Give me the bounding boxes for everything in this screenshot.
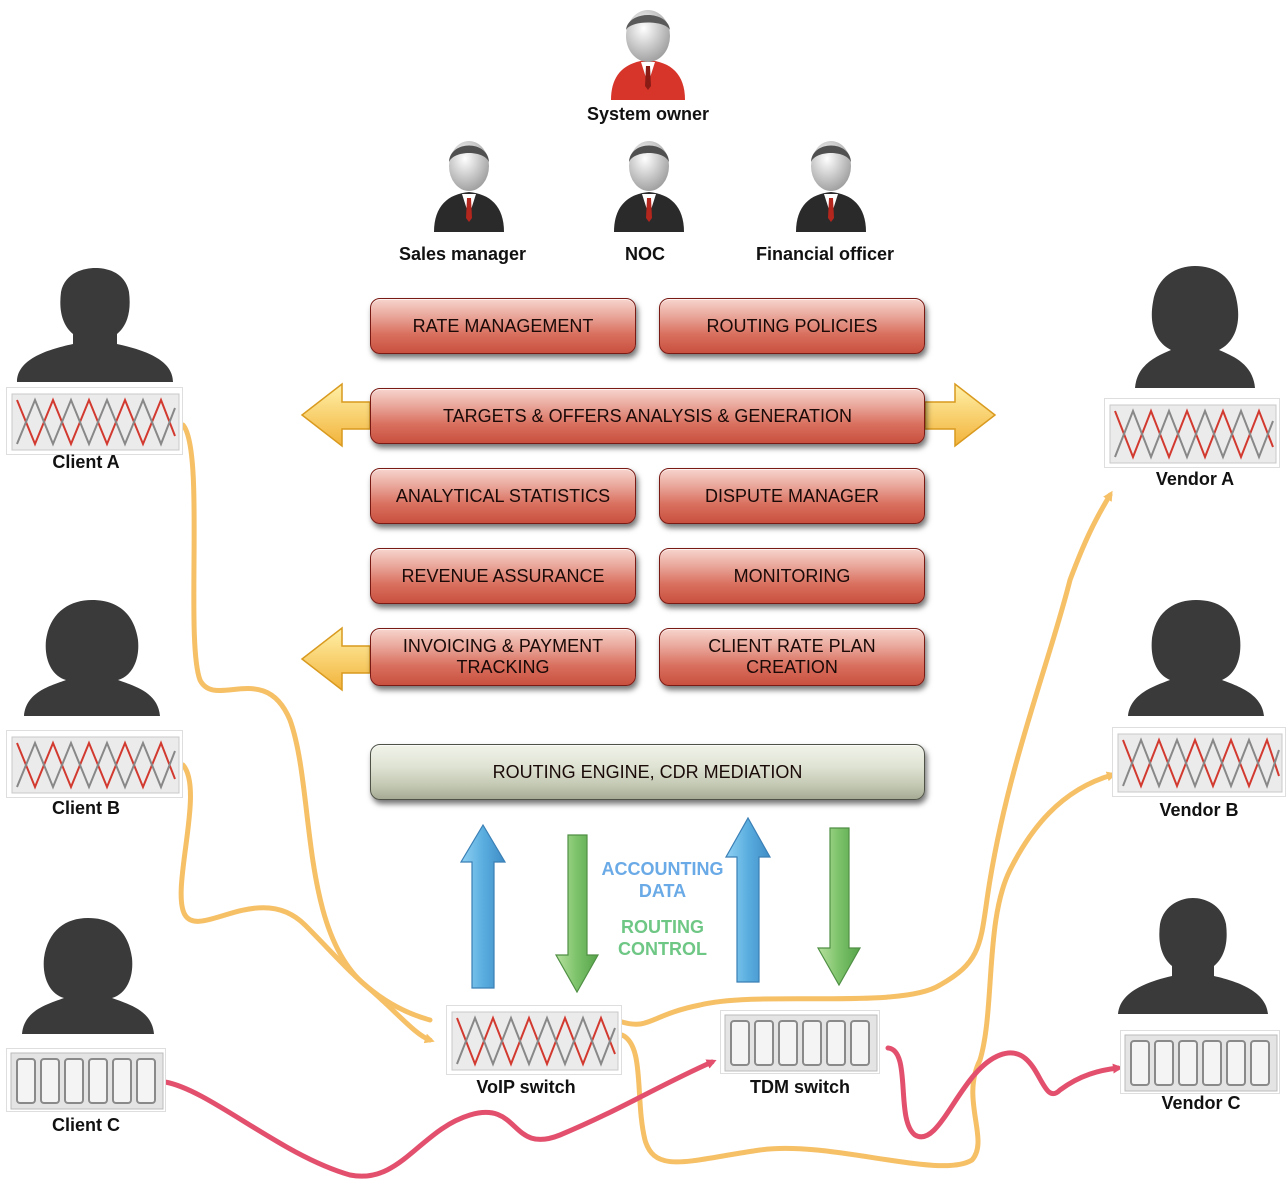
up-arrow-tdm: [724, 816, 772, 983]
rate-management-label: RATE MANAGEMENT: [412, 315, 594, 336]
vendor-a-avatar-icon: [1135, 266, 1255, 388]
routing-engine-label: ROUTING ENGINE, CDR MEDIATION: [492, 761, 803, 782]
path-client-c-to-tdm: [162, 1059, 717, 1179]
tdm-switch-device: [720, 1010, 880, 1074]
client-c-tdm-device: [6, 1048, 166, 1112]
revenue-assurance-label: REVENUE ASSURANCE: [401, 565, 605, 586]
targets-offers-label: TARGETS & OFFERS ANALYSIS & GENERATION: [442, 405, 853, 426]
accounting-line1: ACCOUNTING: [601, 859, 724, 879]
invoicing-label-line2: TRACKING: [456, 657, 550, 677]
system-owner-label: System owner: [586, 104, 710, 124]
accounting-data-label: ACCOUNTING DATA: [590, 858, 735, 902]
monitoring-module: MONITORING: [659, 548, 925, 604]
voip-wave-icon: [1117, 733, 1283, 793]
tdm-slots-icon: [10, 1052, 164, 1110]
vendor-c-tdm-device: [1120, 1030, 1280, 1094]
client-c-avatar-icon: [22, 918, 154, 1034]
client-rate-label-line2: CREATION: [746, 657, 838, 677]
client-b-voip-device: [6, 730, 183, 798]
analytical-statistics-label: ANALYTICAL STATISTICS: [395, 485, 611, 506]
system-owner-icon: [611, 10, 685, 100]
tdm-slots-icon: [1124, 1034, 1278, 1092]
client-a-voip-device: [6, 387, 183, 455]
noc-label: NOC: [625, 244, 665, 264]
targets-offers-module: TARGETS & OFFERS ANALYSIS & GENERATION: [370, 388, 925, 444]
routing-line2: CONTROL: [618, 939, 707, 959]
dispute-manager-label: DISPUTE MANAGER: [704, 485, 880, 506]
left-arrow-targets: [300, 382, 371, 448]
voip-wave-icon: [1109, 404, 1277, 464]
client-a-avatar-icon: [17, 268, 173, 382]
dispute-manager-module: DISPUTE MANAGER: [659, 468, 925, 524]
down-arrow-tdm: [816, 827, 862, 987]
routing-policies-module: ROUTING POLICIES: [659, 298, 925, 354]
path-voip-to-vendor-a: [619, 490, 1113, 1027]
path-client-b-to-voip: [178, 762, 433, 1023]
vendor-b-voip-device: [1112, 727, 1286, 797]
sales-manager-label: Sales manager: [398, 244, 527, 264]
up-arrow-voip: [459, 823, 507, 989]
voip-wave-icon: [11, 736, 180, 794]
monitoring-label: MONITORING: [733, 565, 851, 586]
voip-wave-icon: [11, 393, 180, 451]
path-voip-to-vendor-b: [619, 771, 1117, 1169]
financial-officer-label: Financial officer: [755, 244, 895, 264]
down-arrow-voip: [554, 834, 600, 994]
client-c-label: Client C: [51, 1115, 120, 1135]
voip-wave-icon: [451, 1011, 619, 1071]
vendor-a-voip-device: [1104, 398, 1280, 468]
routing-policies-label: ROUTING POLICIES: [706, 315, 878, 336]
client-rate-plan-module: CLIENT RATE PLAN CREATION: [659, 628, 925, 686]
rate-management-module: RATE MANAGEMENT: [370, 298, 636, 354]
voip-switch-label: VoIP switch: [476, 1077, 576, 1097]
voip-switch-device: [446, 1005, 622, 1075]
client-b-avatar-icon: [24, 600, 160, 716]
vendor-b-avatar-icon: [1128, 600, 1264, 716]
vendor-c-avatar-icon: [1118, 898, 1268, 1014]
analytical-statistics-module: ANALYTICAL STATISTICS: [370, 468, 636, 524]
routing-control-label: ROUTING CONTROL: [590, 916, 735, 960]
tdm-slots-icon: [724, 1014, 878, 1072]
noc-icon: [614, 141, 684, 232]
right-arrow-targets: [924, 382, 997, 448]
revenue-assurance-module: REVENUE ASSURANCE: [370, 548, 636, 604]
client-a-label: Client A: [52, 452, 120, 472]
client-rate-label-line1: CLIENT RATE PLAN: [708, 636, 876, 656]
invoicing-label-line1: INVOICING & PAYMENT: [402, 636, 604, 656]
left-arrow-invoicing: [300, 626, 371, 692]
vendor-a-label: Vendor A: [1155, 469, 1235, 489]
vendor-b-label: Vendor B: [1159, 800, 1239, 820]
path-tdm-to-vendor-c: [885, 1045, 1123, 1140]
vendor-c-label: Vendor C: [1161, 1093, 1241, 1113]
client-b-label: Client B: [51, 798, 120, 818]
routing-line1: ROUTING: [621, 917, 704, 937]
invoicing-module: INVOICING & PAYMENT TRACKING: [370, 628, 636, 686]
financial-officer-icon: [796, 141, 866, 232]
accounting-line2: DATA: [638, 881, 687, 901]
sales-manager-icon: [434, 141, 504, 232]
tdm-switch-label: TDM switch: [749, 1077, 850, 1097]
routing-engine-module: ROUTING ENGINE, CDR MEDIATION: [370, 744, 925, 800]
